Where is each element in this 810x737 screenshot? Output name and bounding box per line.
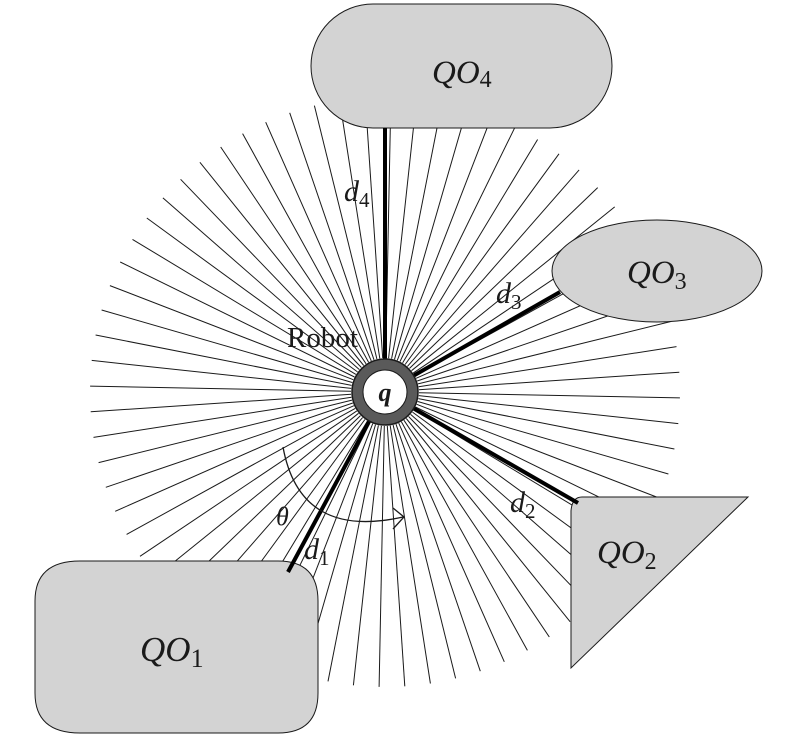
sensor-ray [93,396,352,438]
sensor-ray [109,285,354,381]
sensor-ray [132,238,357,375]
sensor-ray [265,121,372,362]
sensor-ray [418,398,675,450]
sensor-ray [418,371,680,391]
sensor-ray [101,309,353,383]
sensor-ray [146,217,358,373]
sensor-ray [408,416,590,606]
distance-label-d2: d2 [510,486,536,523]
sensor-ray [114,405,355,512]
sensor-ray [139,410,358,557]
obstacle-qo4 [310,3,613,129]
distance-label-d3: d3 [496,277,522,314]
sensor-ray [418,392,680,399]
sensor-ray [105,402,353,488]
sensor-ray [391,102,443,359]
distance-label-d4: d4 [344,175,370,212]
sensor-ray [405,418,571,623]
sensor-ray [126,407,356,535]
sensor-ray [416,403,661,499]
sensor-ray [154,412,359,578]
obstacle-qo3 [551,219,763,323]
sensor-ray [91,359,352,389]
sensor-ray [313,105,378,360]
sensor-ray [386,425,406,687]
sensor-ray [418,346,677,388]
sensor-ray [409,187,599,369]
angle-label: θ [276,502,289,531]
sensor-ray [396,116,492,361]
sensor-ray [404,153,560,365]
robot-config-symbol: q [379,378,392,407]
sensor-ray [242,133,370,363]
obstacle-label-qo1: QO1 [140,630,204,673]
sensor-ray [378,425,385,687]
sensor-ray [220,146,367,365]
sensor-ray [90,385,352,392]
sensor-ray [394,108,468,360]
sensor-ray [162,197,360,370]
sensor-ray [400,421,528,651]
sensor-ray [180,178,362,368]
sensor-ray [417,320,672,385]
sensor-ray [327,425,379,682]
obstacle-qo2 [570,496,750,670]
obstacle-label-qo3: QO3 [627,255,687,295]
sensor-ray [95,334,352,386]
obstacle-label-qo2: QO2 [597,535,657,575]
sensor-ray [417,401,669,475]
sensor-ray [352,425,382,686]
sensor-ray [119,261,355,378]
sensor-ray [407,169,580,367]
robot-label: Robot [287,322,358,354]
sensor-ray [399,126,516,362]
sensor-ray [388,98,418,359]
obstacle-qo1 [34,560,319,734]
distance-rays [286,128,579,573]
sensor-ray [339,100,381,359]
sensor-ray [90,393,352,413]
sensor-ray [389,425,431,684]
robot-body [362,369,408,415]
sensor-ray [418,395,679,425]
sensor-ray [98,399,353,464]
sensor-ray [402,139,539,364]
sensor-ray [398,422,505,663]
distance-ray-d1 [286,391,387,573]
sensor-ray [364,97,384,359]
obstacle-label-qo4: QO4 [432,55,492,93]
sensor-ray [289,112,375,360]
sensor-ray [395,424,481,672]
sensor-ray [199,161,365,366]
sensor-ray [403,419,550,638]
sensor-ray [392,424,457,679]
distance-ray-d2 [384,390,579,505]
angle-arrowhead-icon [392,507,405,530]
distance-label-d1: d1 [304,533,330,570]
angle-arrow [282,446,404,523]
sensor-ray [411,206,616,372]
